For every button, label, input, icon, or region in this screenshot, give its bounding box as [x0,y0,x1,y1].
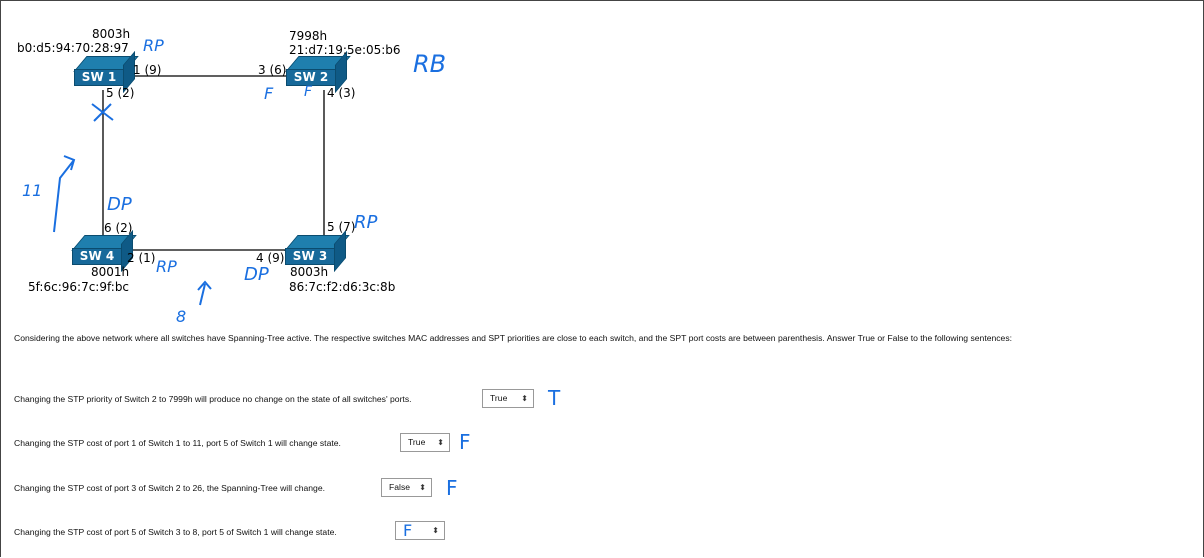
question-1-value: True [490,393,508,403]
port-sw2-p4: 4 (3) [327,86,356,100]
question-4-value: F [403,521,413,540]
question-4-select[interactable]: F ⬍ [395,521,445,540]
switch-sw4: SW 4 [71,229,137,273]
annot-rp-sw3: RP [354,212,378,233]
question-2-select[interactable]: True ⬍ [400,433,450,452]
port-sw2-p3: 3 (6) [258,63,287,77]
blocked-mark [91,103,114,122]
question-1-select[interactable]: True ⬍ [482,389,534,408]
annot-dp-sw4: DP [107,194,132,215]
chevron-updown-icon: ⬍ [437,438,444,447]
port-sw4-p6: 6 (2) [104,221,133,235]
switch-sw4-label: SW 4 [72,248,122,265]
question-description: Considering the above network where all … [14,333,1013,343]
sw2-mac: 21:d7:19:5e:05:b6 [289,43,401,57]
sw2-priority: 7998h [289,29,328,43]
arrow-up-left [53,155,76,233]
sw1-priority: 8003h [92,27,131,41]
sw3-priority: 8003h [290,265,329,279]
chevron-updown-icon: ⬍ [419,483,426,492]
annot-rb: RB [413,50,447,78]
port-sw4-p2: 2 (1) [127,251,156,265]
sw4-priority: 8001h [91,265,130,279]
port-sw3-p5: 5 (7) [327,220,356,234]
question-4-text: Changing the STP cost of port 5 of Switc… [14,527,337,537]
question-3-select[interactable]: False ⬍ [381,478,432,497]
question-3-value: False [389,482,411,492]
question-3-text: Changing the STP cost of port 3 of Switc… [14,483,325,493]
sw1-mac: b0:d5:94:70:28:97 [17,41,129,55]
question-2-value: True [408,437,426,447]
port-sw1-p1: 1 (9) [133,63,162,77]
annot-f-sw2-bottom: F [304,84,313,100]
port-sw1-p5: 5 (2) [106,86,135,100]
annot-number-11: 11 [22,181,43,200]
sw4-mac: 5f:6c:96:7c:9f:bc [28,280,130,294]
annot-answer-1: T [548,386,561,410]
question-2-text: Changing the STP cost of port 1 of Switc… [14,438,341,448]
switch-sw2: SW 2 [285,50,351,94]
port-sw3-p4: 4 (9) [256,251,285,265]
annot-rp-sw1: RP [143,36,164,55]
sw3-mac: 86:7c:f2:d6:3c:8b [289,280,396,294]
switch-sw2-label: SW 2 [286,69,336,86]
annot-rp-sw4: RP [156,257,177,276]
chevron-updown-icon: ⬍ [521,394,528,403]
switch-sw1-label: SW 1 [74,69,124,86]
annot-answer-2: F [459,430,471,454]
annot-f-sw2-left: F [264,84,274,103]
annot-number-8: 8 [176,307,187,326]
annot-answer-3: F [446,476,458,500]
switch-sw1: SW 1 [73,50,139,94]
arrow-up-bottom [197,280,212,306]
switch-sw3-label: SW 3 [285,248,335,265]
question-1-text: Changing the STP priority of Switch 2 to… [14,394,412,404]
switch-sw3: SW 3 [284,229,350,273]
annot-dp-sw3: DP [244,264,269,285]
chevron-updown-icon: ⬍ [432,526,439,535]
